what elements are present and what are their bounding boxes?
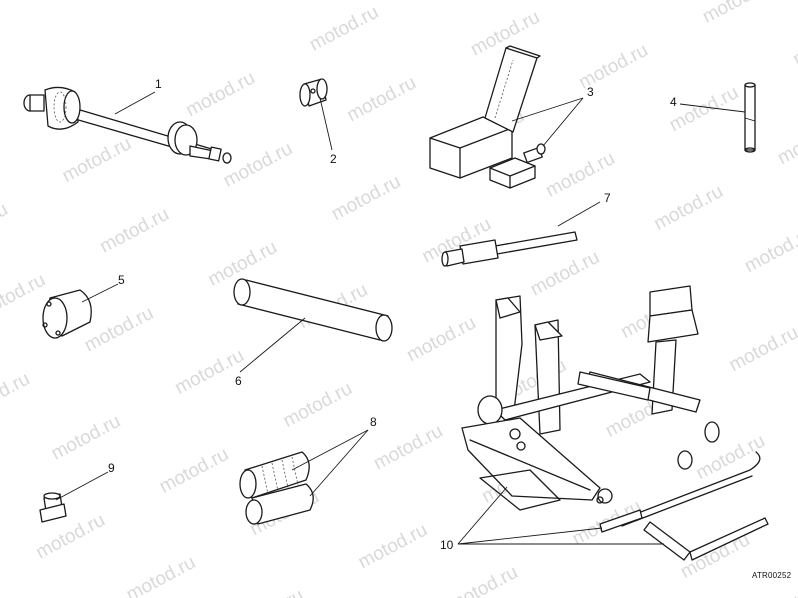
callout-10: 10 xyxy=(440,538,454,552)
callout-5: 5 xyxy=(118,273,125,287)
callout-8: 8 xyxy=(370,415,377,429)
tool-1-puller-shaft xyxy=(23,86,232,164)
watermark: motod.ru xyxy=(59,133,135,187)
watermark: motod.ru xyxy=(0,199,11,253)
callout-7: 7 xyxy=(604,191,611,205)
tool-2-bushing xyxy=(299,78,328,107)
callout-1: 1 xyxy=(155,77,162,91)
callout-labels: 1 2 3 4 5 6 7 8 9 10 xyxy=(108,77,677,552)
callout-2: 2 xyxy=(330,152,337,166)
callout-9: 9 xyxy=(108,461,115,475)
tool-6-bar xyxy=(233,278,393,342)
watermark: motod.ru xyxy=(306,2,382,56)
leader-lines xyxy=(55,91,746,545)
tool-4-pin xyxy=(744,82,756,153)
tool-5-flange-socket xyxy=(42,289,92,339)
watermark: motod.ru xyxy=(182,67,258,121)
reference-code: ATR00252 xyxy=(752,571,792,580)
callout-6: 6 xyxy=(235,374,242,388)
tool-9-cap-nut xyxy=(39,492,67,523)
tool-7-stepped-rod xyxy=(441,231,578,267)
callout-4: 4 xyxy=(670,95,677,109)
tool-3-box-and-block xyxy=(429,45,546,189)
callout-3: 3 xyxy=(587,85,594,99)
tool-10-lift-stand xyxy=(461,285,769,561)
tool-8-split-sleeves xyxy=(239,451,314,525)
